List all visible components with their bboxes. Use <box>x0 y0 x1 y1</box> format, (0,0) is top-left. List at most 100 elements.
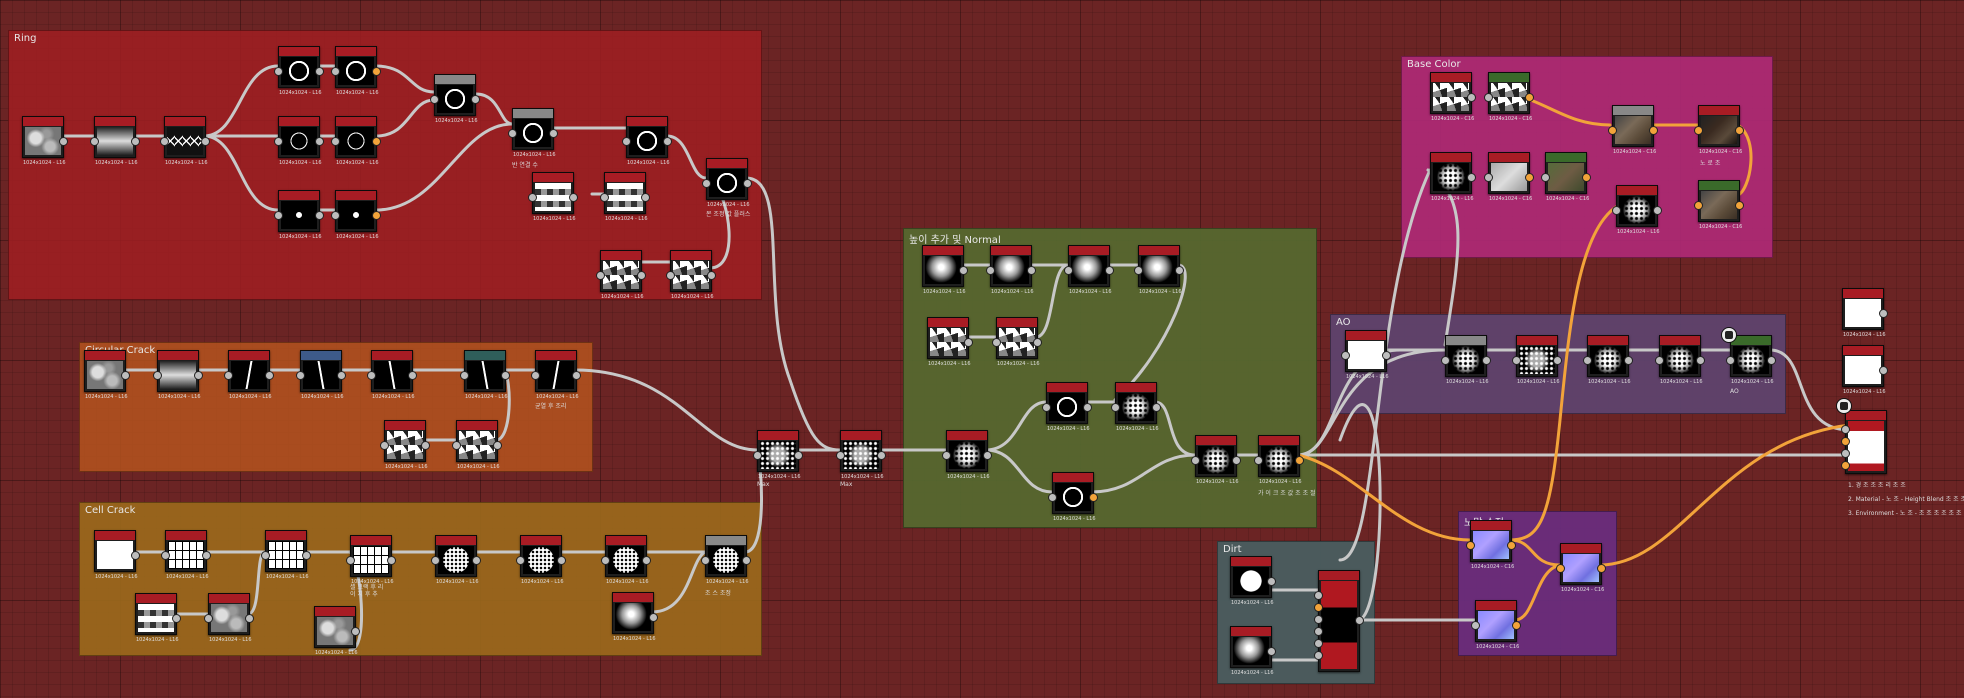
node-header[interactable] <box>947 431 987 440</box>
node-header[interactable] <box>1231 627 1271 636</box>
node-cc-crack-1[interactable]: 1024x1024 - L16 <box>296 350 346 400</box>
node-header[interactable] <box>758 431 798 440</box>
node-ao-out[interactable]: 1024x1024 - L16 <box>1726 335 1776 385</box>
output-port[interactable] <box>663 137 672 146</box>
input-port[interactable] <box>1042 403 1051 412</box>
node-cell-voronoi[interactable]: 1024x1024 - L16 <box>161 530 211 580</box>
output-port[interactable] <box>387 556 396 565</box>
input-port[interactable] <box>753 451 762 460</box>
node-header[interactable] <box>336 47 376 56</box>
output-port[interactable] <box>1175 266 1184 275</box>
input-port[interactable] <box>1541 173 1550 182</box>
output-port[interactable] <box>1267 647 1276 656</box>
node-header[interactable] <box>1561 544 1601 553</box>
input-port[interactable] <box>1694 126 1703 135</box>
output-port[interactable] <box>201 137 210 146</box>
input-port[interactable] <box>1314 639 1323 648</box>
output-port[interactable] <box>1879 366 1888 375</box>
node-header[interactable] <box>95 117 135 126</box>
output-port[interactable] <box>172 614 181 623</box>
node-cc-camo-1[interactable]: 1024x1024 - L16 <box>380 420 430 470</box>
output-port[interactable] <box>337 371 346 380</box>
node-ring-camo-1[interactable]: 1024x1024 - L16 <box>596 250 646 300</box>
node-hn-flake-4[interactable]: 1024x1024 - L16 <box>1254 435 1304 485</box>
output-port[interactable] <box>245 614 254 623</box>
input-port[interactable] <box>508 129 517 138</box>
output-port[interactable] <box>408 371 417 380</box>
input-port[interactable] <box>1341 351 1350 360</box>
node-bc-gray[interactable]: 1024x1024 - C16 <box>1484 152 1534 202</box>
input-port[interactable] <box>380 441 389 450</box>
input-port[interactable] <box>274 137 283 146</box>
output-port[interactable] <box>1507 541 1516 550</box>
output-port[interactable] <box>472 556 481 565</box>
input-port[interactable] <box>331 211 340 220</box>
node-header[interactable] <box>1588 336 1628 345</box>
node-header[interactable] <box>1731 336 1771 345</box>
node-ne-normal-3[interactable]: 1024x1024 - C16 <box>1471 600 1521 650</box>
node-header[interactable] <box>1699 106 1739 115</box>
input-port[interactable] <box>1612 206 1621 215</box>
input-port[interactable] <box>1484 93 1493 102</box>
node-bc-final[interactable]: 1024x1024 - C16 <box>1694 180 1744 230</box>
node-ring-c1[interactable]: 1024x1024 - L16 <box>274 190 324 240</box>
node-header[interactable] <box>991 246 1031 255</box>
node-header[interactable] <box>23 117 63 126</box>
node-output-material[interactable] <box>1841 410 1887 474</box>
input-port[interactable] <box>531 371 540 380</box>
node-header[interactable] <box>536 351 576 360</box>
input-port[interactable] <box>516 556 525 565</box>
node-cc-camo-2[interactable]: 1024x1024 - L16 <box>452 420 502 470</box>
node-header[interactable] <box>85 351 125 360</box>
node-header[interactable] <box>601 251 641 260</box>
output-port[interactable] <box>1735 126 1744 135</box>
input-port[interactable] <box>992 338 1001 347</box>
output-port[interactable] <box>202 551 211 560</box>
node-header[interactable] <box>606 536 646 545</box>
output-port[interactable] <box>642 556 651 565</box>
node-ring-blend-1[interactable]: 1024x1024 - L16 <box>430 74 480 124</box>
input-port[interactable] <box>204 614 213 623</box>
node-dirt-ball[interactable]: 1024x1024 - L16 <box>1230 626 1276 676</box>
input-port[interactable] <box>528 193 537 202</box>
node-header[interactable] <box>928 318 968 327</box>
node-cell-speck-2[interactable]: 1024x1024 - L16 <box>516 535 566 585</box>
output-port[interactable] <box>315 211 324 220</box>
node-header[interactable] <box>279 117 319 126</box>
input-port[interactable] <box>1841 437 1850 446</box>
output-port[interactable] <box>372 137 381 146</box>
node-hn-camo-2[interactable]: 1024x1024 - L16 <box>992 317 1042 367</box>
input-port[interactable] <box>331 67 340 76</box>
input-port[interactable] <box>836 451 845 460</box>
node-cell-blend[interactable]: 1024x1024 - L16 <box>701 535 751 585</box>
output-port[interactable] <box>983 451 992 460</box>
node-header[interactable] <box>1259 436 1299 445</box>
output-port[interactable] <box>743 179 752 188</box>
frame-height-normal[interactable]: 높이 추가 및 Normal <box>903 228 1317 528</box>
node-header[interactable] <box>1053 473 1093 482</box>
node-header[interactable] <box>372 351 412 360</box>
input-port[interactable] <box>1841 449 1850 458</box>
node-output-2[interactable]: 1024x1024 - L16 <box>1842 345 1888 395</box>
output-port[interactable] <box>877 451 886 460</box>
node-header[interactable] <box>1846 411 1886 420</box>
node-header[interactable] <box>1196 436 1236 445</box>
input-port[interactable] <box>452 441 461 450</box>
input-port[interactable] <box>702 179 711 188</box>
node-header[interactable] <box>279 47 319 56</box>
node-header[interactable] <box>1431 153 1471 162</box>
node-bc-flake[interactable]: 1024x1024 - L16 <box>1430 152 1476 202</box>
input-port[interactable] <box>601 556 610 565</box>
node-ne-normal-1[interactable]: 1024x1024 - C16 <box>1466 520 1516 570</box>
input-port[interactable] <box>160 137 169 146</box>
node-header[interactable] <box>336 117 376 126</box>
output-port[interactable] <box>1653 206 1662 215</box>
output-port[interactable] <box>1105 266 1114 275</box>
node-header[interactable] <box>457 421 497 430</box>
node-bc-dirt-dark[interactable]: 1024x1024 - C16 <box>1694 105 1744 155</box>
output-port[interactable] <box>569 193 578 202</box>
node-hn-flake[interactable]: 1024x1024 - L16 <box>942 430 992 480</box>
output-port[interactable] <box>1624 356 1633 365</box>
input-port[interactable] <box>1111 403 1120 412</box>
output-port[interactable] <box>1767 356 1776 365</box>
